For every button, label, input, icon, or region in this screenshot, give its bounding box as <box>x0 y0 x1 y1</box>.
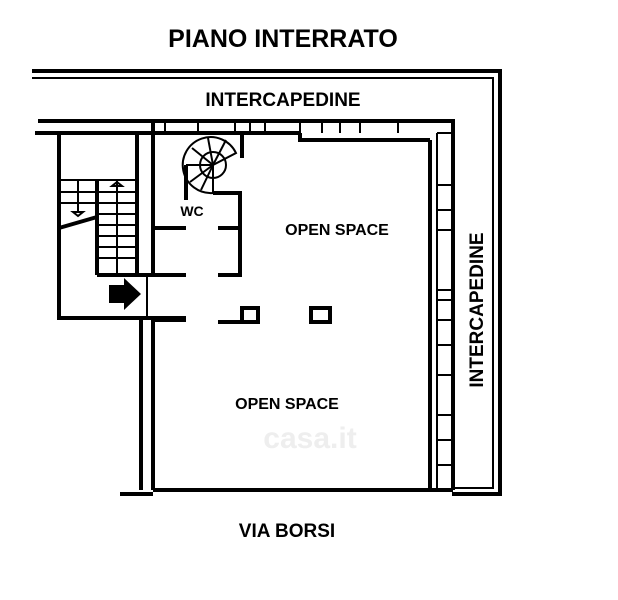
wc-room <box>155 133 244 277</box>
wc-label: WC <box>180 203 203 219</box>
spiral-staircase-icon <box>181 136 238 195</box>
plan-title: PIANO INTERRATO <box>168 25 398 53</box>
open-space-lower-label: OPEN SPACE <box>235 396 339 413</box>
outer-wall <box>32 69 502 496</box>
partitions <box>155 306 332 324</box>
street-label: VIA BORSI <box>239 521 335 542</box>
entrance-arrow-icon <box>109 278 141 310</box>
casa-it-watermark: casa.it <box>263 422 356 455</box>
right-wall <box>428 121 455 490</box>
intercapedine-top-label: INTERCAPEDINE <box>205 90 360 111</box>
staircase <box>57 133 186 320</box>
open-space-upper-label: OPEN SPACE <box>285 222 389 239</box>
left-wall <box>139 121 155 490</box>
intercapedine-right-label: INTERCAPEDINE <box>467 232 488 387</box>
bottom-wall <box>120 488 453 496</box>
top-wall <box>35 119 455 142</box>
